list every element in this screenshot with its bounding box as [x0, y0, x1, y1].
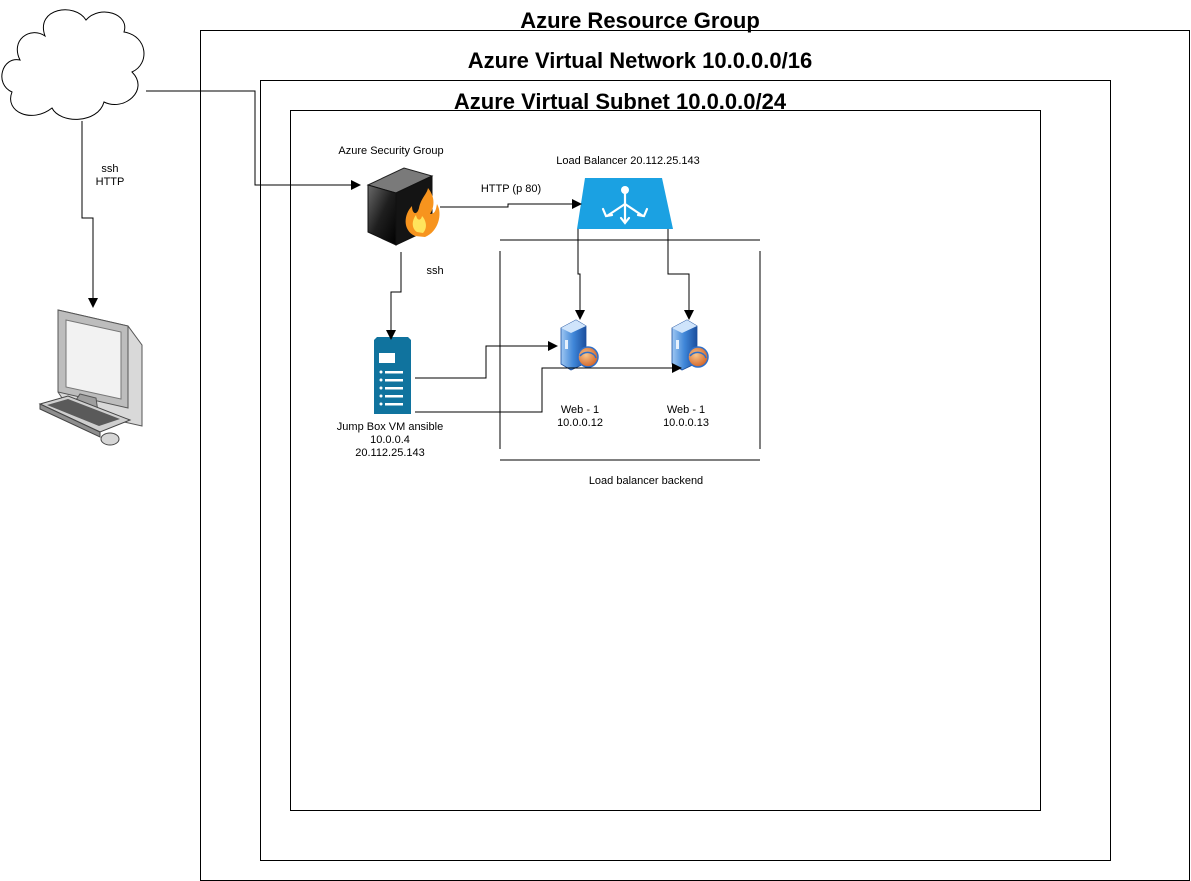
virtual-network-title: Azure Virtual Network 10.0.0.0/16 [467, 48, 813, 73]
jump-box-label: Jump Box VM ansible 10.0.0.4 20.112.25.1… [337, 421, 443, 460]
load-balancer-to-web2-arrow [667, 229, 694, 320]
web2-name: Web - 1 [666, 404, 706, 416]
load-balancer-icon [577, 178, 673, 229]
firewall-icon [366, 167, 440, 246]
internet-to-security-group-arrow [146, 90, 361, 190]
http-edge-label: HTTP (p 80) [480, 183, 542, 195]
web2-ip: 10.0.0.13 [663, 417, 709, 429]
web-server-icon [671, 319, 709, 371]
security-group-label: Azure Security Group [338, 145, 444, 157]
backend-group-outline [499, 239, 761, 461]
web1-ip: 10.0.0.12 [557, 417, 603, 429]
internet-edge-label: ssh HTTP [96, 163, 125, 189]
jump-box-name: Jump Box VM ansible [336, 421, 444, 433]
web1-name: Web - 1 [560, 404, 600, 416]
jump-box-to-web1-arrow [415, 341, 558, 379]
cloud-icon [1, 9, 145, 120]
resource-group-title: Azure Resource Group [520, 8, 760, 33]
load-balancer-label: Load Balancer 20.112.25.143 [556, 155, 700, 167]
jump-box-private-ip: 10.0.0.4 [370, 434, 410, 446]
virtual-network-box [260, 80, 1111, 861]
virtual-subnet-box [290, 110, 1041, 811]
internet-to-computer-arrow [81, 121, 98, 308]
jump-box-server-icon [374, 337, 411, 414]
jump-box-to-web2-arrow [415, 363, 682, 413]
virtual-subnet-title: Azure Virtual Subnet 10.0.0.0/24 [453, 89, 787, 114]
ssh-label: ssh [101, 163, 119, 175]
web1-label: Web - 1 10.0.0.12 [557, 404, 603, 430]
load-balancer-to-web1-arrow [575, 229, 585, 320]
backend-label: Load balancer backend [588, 475, 704, 487]
desktop-computer-icon [38, 309, 143, 446]
jump-box-public-ip: 20.112.25.143 [355, 447, 425, 459]
ssh-edge-label: ssh [426, 265, 444, 277]
http-label: HTTP [95, 176, 125, 188]
web2-label: Web - 1 10.0.0.13 [663, 404, 709, 430]
security-group-to-jump-box-arrow [386, 252, 402, 340]
web-server-icon [560, 319, 599, 371]
security-group-to-load-balancer-arrow [440, 199, 582, 209]
